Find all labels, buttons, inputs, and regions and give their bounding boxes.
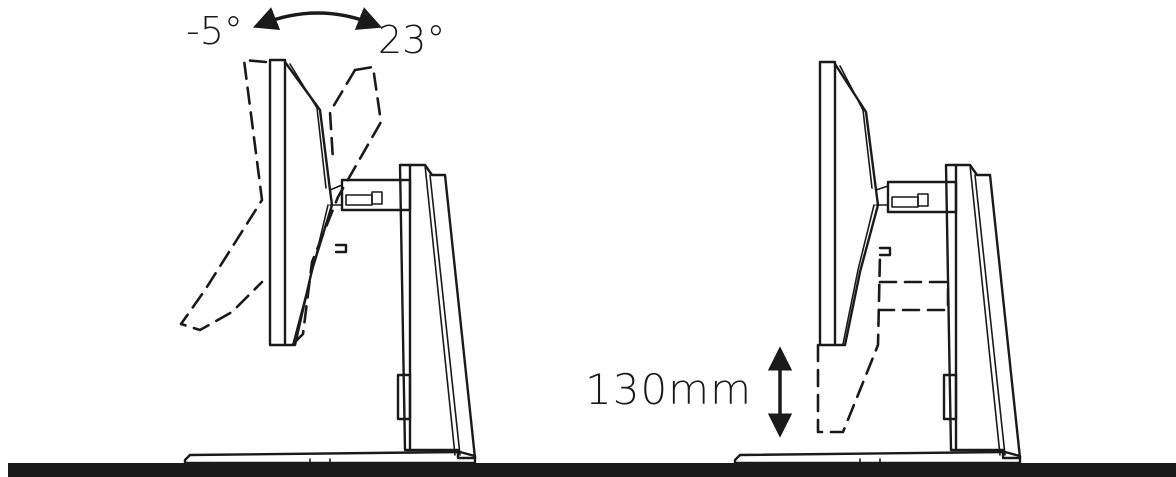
tilt-arrow [252, 7, 383, 31]
tilt-hinge [329, 178, 412, 254]
tilt-ghost-forward [179, 58, 268, 332]
height-hinge [875, 180, 958, 257]
height-illustration: 130mm [585, 60, 1022, 465]
height-stand [942, 163, 1022, 460]
tilt-illustration: -5° 23° [179, 7, 477, 465]
height-ghost-lowered [816, 253, 882, 434]
tilt-stand [396, 163, 477, 460]
tilt-base [183, 450, 477, 465]
tilt-max-label: 23° [378, 18, 445, 62]
height-monitor [818, 60, 880, 347]
desk-surface [8, 463, 1176, 477]
tilt-monitor [268, 58, 334, 347]
tilt-ghost-back [288, 65, 383, 349]
height-ghost-hinge [878, 280, 950, 312]
tilt-ghost-back-edge [328, 68, 357, 162]
tilt-min-label: -5° [186, 9, 243, 53]
height-label: 130mm [585, 365, 752, 414]
height-base [733, 450, 1022, 465]
